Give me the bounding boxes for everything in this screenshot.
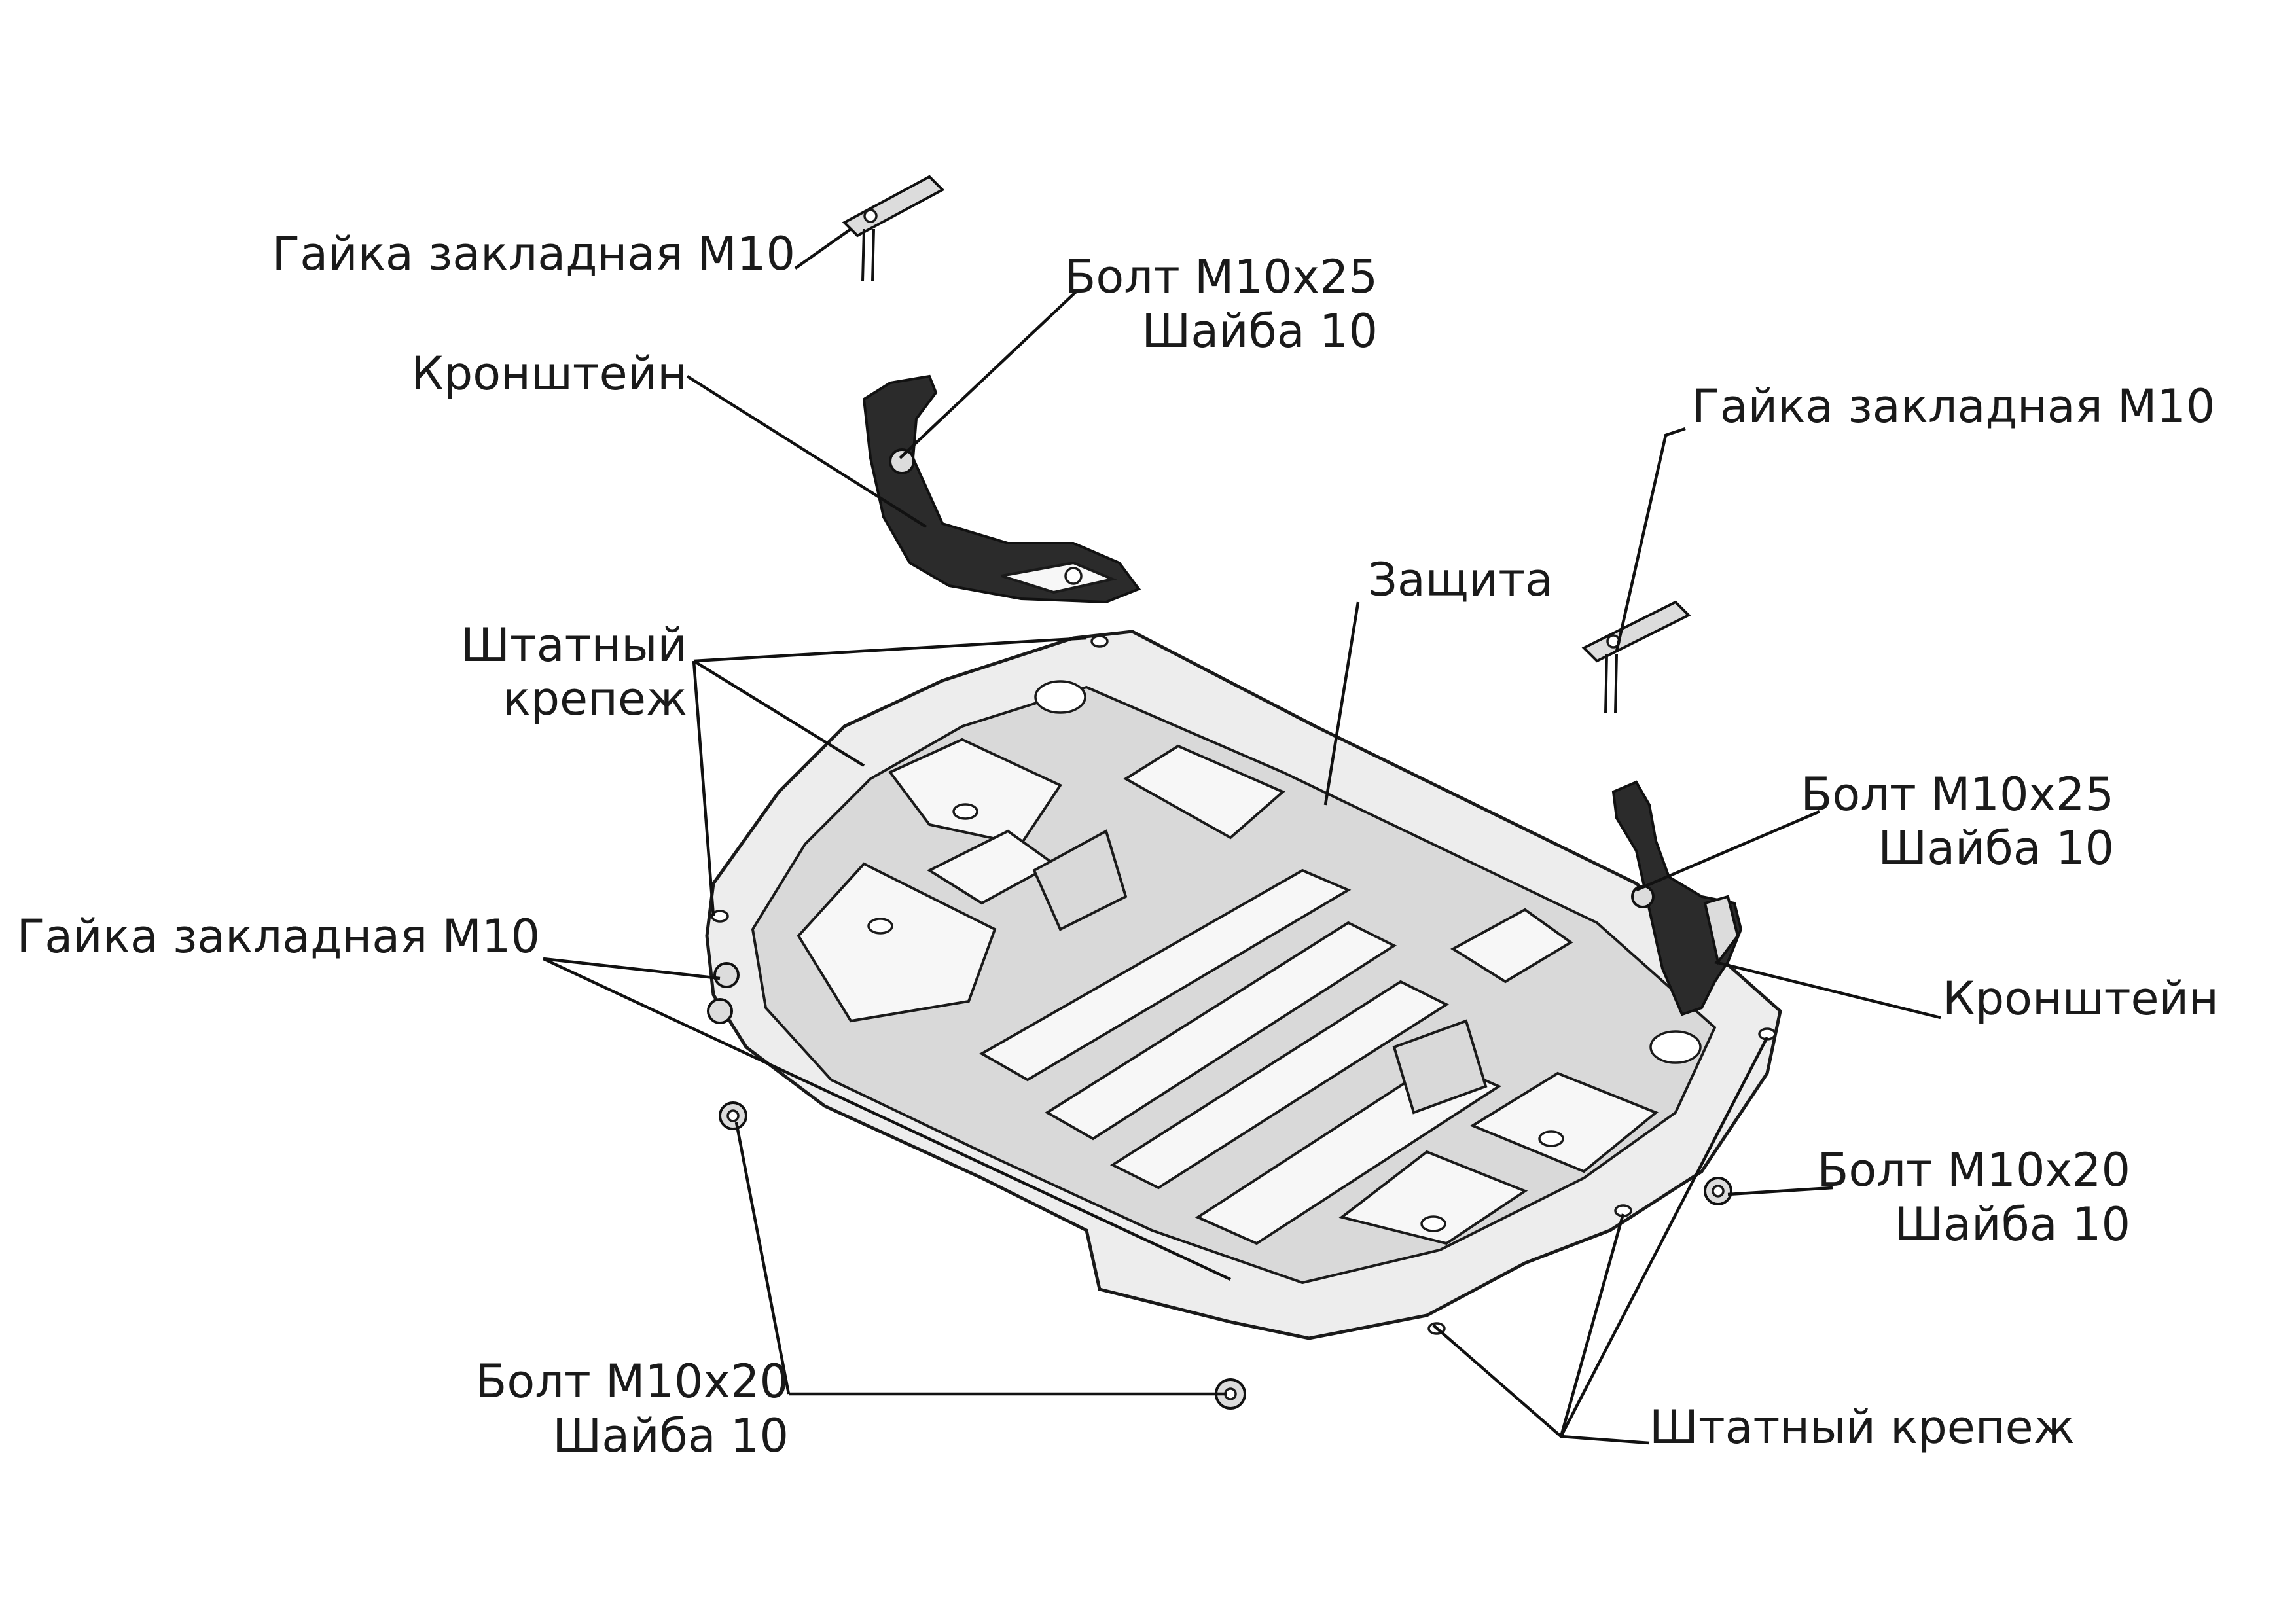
label-bolt-bottom: Болт М10х20: [475, 1355, 789, 1408]
label-std-fastener-2: Штатный крепеж: [1649, 1400, 2075, 1454]
label-nut-top: Гайка закладная М10: [272, 227, 795, 281]
bracket-left: [862, 374, 1141, 604]
label-bolt-top-1: Болт М10х25: [1064, 250, 1378, 304]
label-std-fastener-1b: крепеж: [503, 672, 687, 726]
callout-labels: Гайка закладная М10 Болт М10х25 Шайба 10…: [17, 227, 2219, 1463]
label-washer-top-1: Шайба 10: [1141, 304, 1378, 358]
bolt-top-bracket: [889, 448, 915, 474]
label-nut-right: Гайка закладная М10: [1692, 380, 2215, 433]
leader-lines: [543, 228, 1941, 1445]
label-nut-left: Гайка закладная М10: [17, 910, 540, 963]
bolt-bottom-left: [719, 1101, 747, 1130]
label-std-fastener-1a: Штатный: [461, 618, 687, 672]
label-washer-right-2: Шайба 10: [1894, 1198, 2130, 1251]
weld-nut-top: [842, 175, 945, 282]
label-washer-bottom: Шайба 10: [552, 1409, 789, 1463]
label-washer-right-1: Шайба 10: [1878, 821, 2114, 875]
bolt-right: [1704, 1177, 1732, 1205]
label-bracket-left: Кронштейн: [411, 347, 687, 401]
weld-nut-right: [1581, 600, 1691, 714]
label-bolt-right-2: Болт М10х20: [1817, 1143, 2130, 1197]
label-bolt-right-1: Болт М10х25: [1801, 768, 2114, 821]
label-shield: Защита: [1368, 553, 1553, 607]
weld-nut-left: [707, 962, 740, 1024]
bolt-right-bracket: [1631, 885, 1655, 908]
label-bracket-right: Кронштейн: [1943, 972, 2219, 1026]
